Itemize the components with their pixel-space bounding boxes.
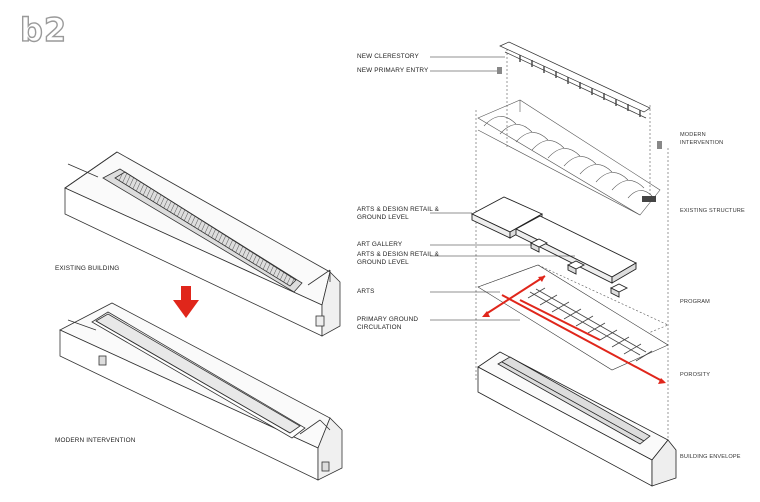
existing-structure-drawing xyxy=(477,99,661,216)
callout-arts-design-retail-1: ARTS & DESIGN RETAIL & GROUND LEVEL xyxy=(357,206,440,221)
leader-lines xyxy=(430,56,575,321)
modern-intervention-mark xyxy=(657,141,662,149)
callout-arts: ARTS xyxy=(357,288,375,295)
callout-art-gallery: ART GALLERY xyxy=(357,241,403,248)
callout-primary-ground-circulation: PRIMARY GROUND CIRCULATION xyxy=(357,316,419,331)
callout-arts-design-retail-2: ARTS & DESIGN RETAIL & GROUND LEVEL xyxy=(357,251,440,266)
clerestory-drawing xyxy=(499,41,651,119)
program-boxes xyxy=(470,196,637,298)
layer-porosity: POROSITY xyxy=(680,372,711,378)
layer-existing-structure: EXISTING STRUCTURE xyxy=(680,208,745,214)
clerestory-ticks xyxy=(519,55,641,117)
modern-intervention-drawing xyxy=(59,302,343,481)
existing-building-drawing xyxy=(64,151,341,337)
porosity-plan xyxy=(477,264,669,371)
callout-new-clerestory: NEW CLERESTORY xyxy=(357,53,419,60)
primary-entry-mark xyxy=(497,67,502,74)
layer-program: PROGRAM xyxy=(680,299,710,305)
transformation-arrow-icon xyxy=(173,286,199,318)
modern-intervention-label: MODERN INTERVENTION xyxy=(55,437,136,444)
existing-building-label: EXISTING BUILDING xyxy=(55,265,120,272)
building-envelope-drawing xyxy=(477,351,677,487)
section-badge: b2 xyxy=(19,10,68,49)
circulation-arrows xyxy=(482,275,666,384)
layer-modern-intervention: MODERN INTERVENTION xyxy=(680,132,724,146)
callout-new-primary-entry: NEW PRIMARY ENTRY xyxy=(357,67,429,74)
layer-building-envelope: BUILDING ENVELOPE xyxy=(680,454,741,460)
structure-end-detail xyxy=(642,196,656,202)
